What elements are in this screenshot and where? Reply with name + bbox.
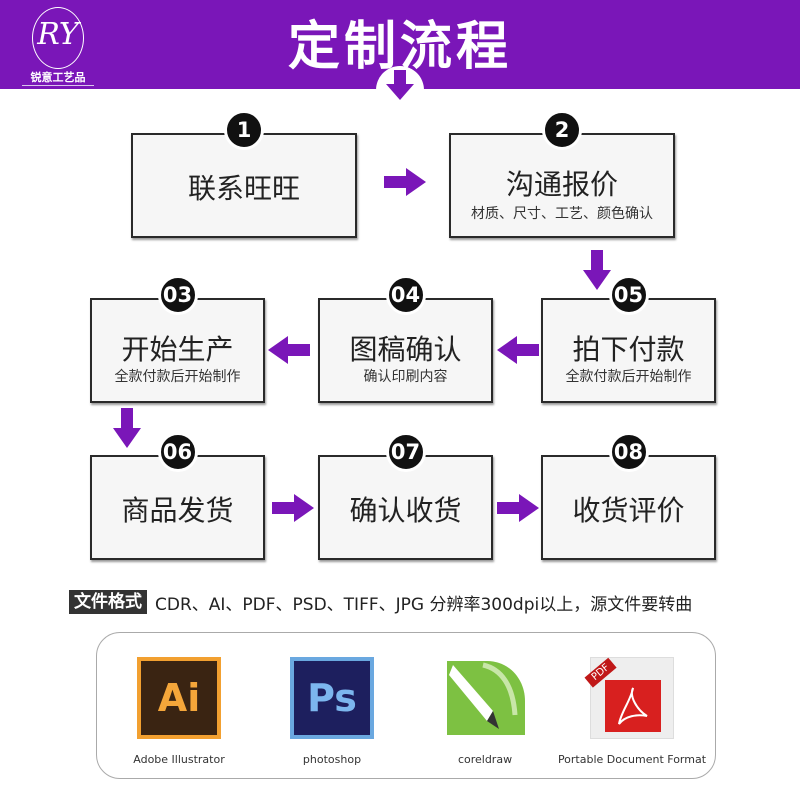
step-title: 收货评价	[572, 494, 685, 527]
app-name: coreldraw	[457, 753, 513, 766]
right-arrow-icon	[497, 494, 539, 522]
step-title: 图稿确认	[349, 333, 462, 366]
coreldraw-icon	[443, 657, 527, 739]
left-arrow-icon	[497, 336, 539, 364]
step-number-badge: 04	[385, 275, 426, 315]
step-subtitle: 材质、尺寸、工艺、颜色确认	[471, 206, 653, 222]
illustrator-icon: Ai	[137, 657, 221, 739]
app-name: photoshop	[302, 753, 362, 766]
step-box-05: 拍下付款全款付款后开始制作	[541, 298, 716, 403]
app-coreldraw: coreldraw	[410, 657, 560, 766]
file-format-label: 文件格式	[69, 590, 147, 614]
step-number-badge: 2	[542, 110, 582, 150]
app-name: Adobe Illustrator	[133, 753, 225, 766]
step-subtitle: 全款付款后开始制作	[565, 369, 692, 385]
step-subtitle: 确认印刷内容	[363, 369, 448, 385]
logo: RY 锐意工艺品	[22, 5, 94, 89]
step-box-08: 收货评价	[541, 455, 716, 560]
software-panel: Ai Adobe Illustrator Ps photoshop coreld…	[96, 632, 716, 779]
step-title: 沟通报价	[505, 168, 618, 201]
step-title: 拍下付款	[572, 333, 685, 366]
step-title: 联系旺旺	[187, 172, 300, 205]
step-number-badge: 1	[224, 110, 264, 150]
down-arrow-icon	[376, 66, 424, 114]
file-format-note: 文件格式 CDR、AI、PDF、PSD、TIFF、JPG 分辨率300dpi以上…	[69, 590, 693, 615]
pdf-icon: PDF	[584, 657, 674, 739]
app-photoshop: Ps photoshop	[257, 657, 407, 766]
step-number-badge: 08	[608, 432, 649, 472]
step-box-03: 开始生产全款付款后开始制作	[90, 298, 265, 403]
logo-mark: RY	[37, 17, 79, 52]
right-arrow-icon	[384, 168, 426, 196]
app-illustrator: Ai Adobe Illustrator	[104, 657, 254, 766]
left-arrow-icon	[268, 336, 310, 364]
step-box-06: 商品发货	[90, 455, 265, 560]
right-arrow-icon	[272, 494, 314, 522]
app-pdf: PDF Portable Document Format	[557, 657, 707, 766]
down-arrow-icon	[583, 250, 611, 290]
logo-text: 锐意工艺品	[30, 71, 86, 84]
app-name: Portable Document Format	[557, 753, 707, 766]
photoshop-icon: Ps	[290, 657, 374, 739]
file-format-text: CDR、AI、PDF、PSD、TIFF、JPG 分辨率300dpi以上，源文件要…	[155, 594, 693, 615]
step-title: 确认收货	[349, 494, 462, 527]
step-number-badge: 03	[157, 275, 198, 315]
step-number-badge: 07	[385, 432, 426, 472]
down-arrow-icon	[113, 408, 141, 448]
step-title: 商品发货	[121, 494, 234, 527]
step-title: 开始生产	[121, 333, 234, 366]
step-subtitle: 全款付款后开始制作	[114, 369, 241, 385]
step-box-1: 联系旺旺	[131, 133, 357, 238]
step-box-07: 确认收货	[318, 455, 493, 560]
step-number-badge: 06	[157, 432, 198, 472]
step-number-badge: 05	[608, 275, 649, 315]
